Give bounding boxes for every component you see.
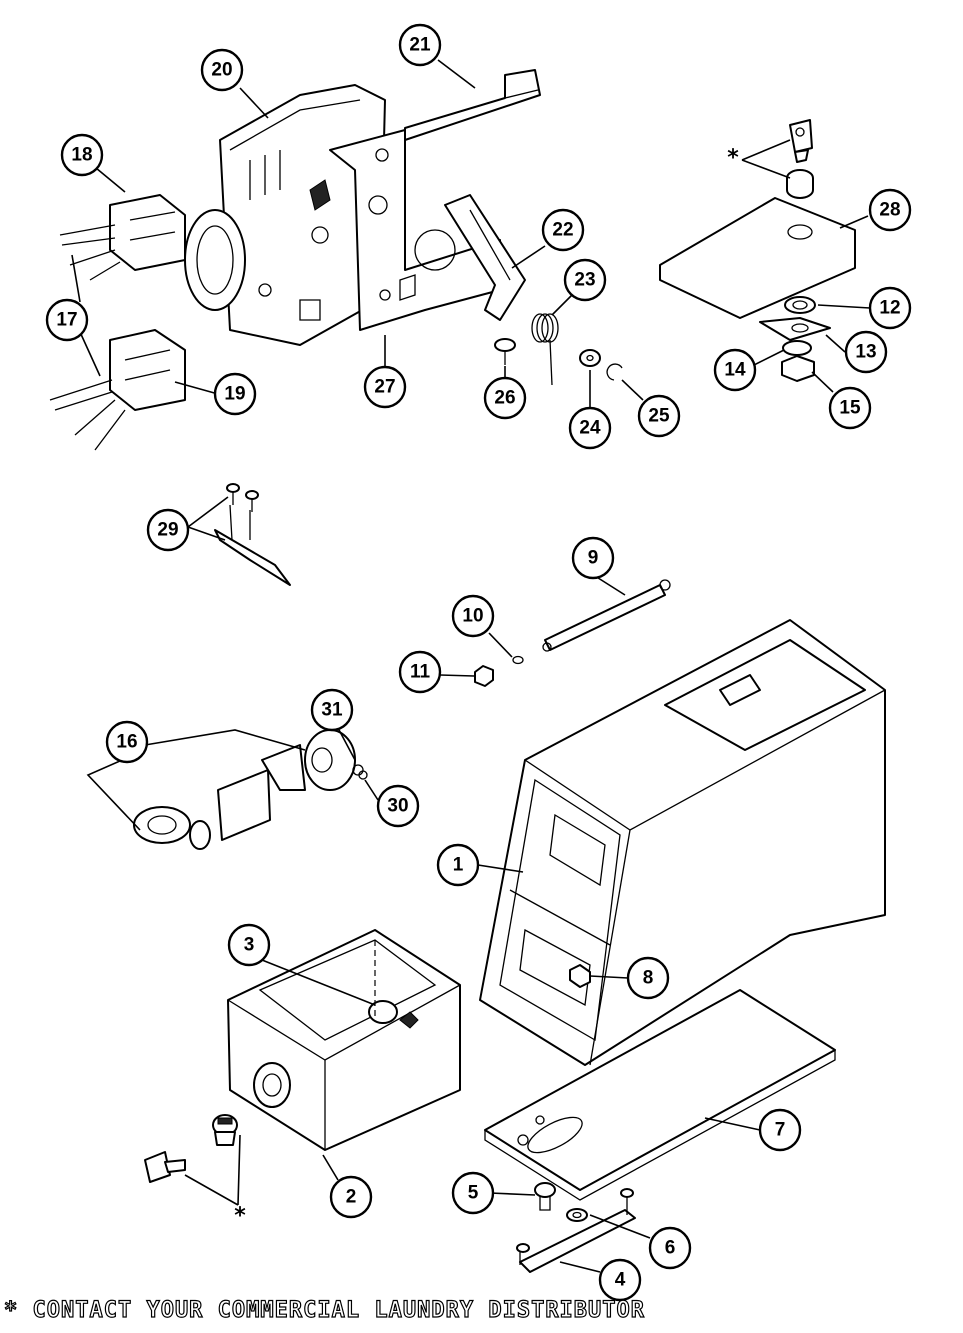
key-top <box>789 119 813 163</box>
callout-1: 1 <box>436 843 480 887</box>
svg-text:25: 25 <box>648 406 670 427</box>
svg-text:19: 19 <box>224 384 245 405</box>
callout-11: 11 <box>398 650 442 694</box>
lock-assembly-16 <box>133 729 368 850</box>
svg-text:12: 12 <box>879 298 900 319</box>
svg-text:11: 11 <box>410 662 431 683</box>
callout-20: 20 <box>200 48 244 92</box>
svg-text:23: 23 <box>574 270 595 291</box>
callout-25: 25 <box>637 394 681 438</box>
washer-6 <box>566 1208 588 1222</box>
svg-text:17: 17 <box>56 310 77 331</box>
connector-18 <box>59 194 186 281</box>
callout-6: 6 <box>648 1226 692 1270</box>
screw-26 <box>494 338 516 365</box>
callout-17: 17 <box>45 298 89 342</box>
svg-text:5: 5 <box>468 1183 479 1204</box>
connector-19 <box>49 329 186 451</box>
rod-9 <box>542 579 671 652</box>
svg-text:7: 7 <box>775 1120 786 1141</box>
callout-10: 10 <box>451 594 495 638</box>
note-marker-bottom: * <box>234 1204 246 1229</box>
svg-text:26: 26 <box>494 388 515 409</box>
svg-text:3: 3 <box>244 935 255 956</box>
callout-31: 31 <box>310 688 354 732</box>
timer-rod <box>404 69 541 141</box>
callout-2: 2 <box>329 1175 373 1219</box>
cover-plate-28 <box>659 197 856 319</box>
svg-text:27: 27 <box>374 377 395 398</box>
svg-text:28: 28 <box>879 200 900 221</box>
svg-text:21: 21 <box>409 35 431 56</box>
washer-24 <box>579 349 601 367</box>
callout-4: 4 <box>598 1258 642 1302</box>
svg-text:8: 8 <box>643 968 654 989</box>
lockwasher-10 <box>512 655 524 665</box>
svg-text:16: 16 <box>116 732 137 753</box>
callout-18: 18 <box>60 133 104 177</box>
callout-30: 30 <box>376 784 420 828</box>
svg-text:15: 15 <box>839 398 861 419</box>
svg-text:9: 9 <box>588 548 599 569</box>
callout-28: 28 <box>868 188 912 232</box>
nut-12 <box>784 296 816 314</box>
callout-26: 26 <box>483 376 527 420</box>
svg-text:13: 13 <box>855 342 876 363</box>
svg-text:20: 20 <box>211 60 232 81</box>
bracket-29 <box>214 483 291 586</box>
svg-text:22: 22 <box>552 220 573 241</box>
svg-text:1: 1 <box>453 855 464 876</box>
note-marker-top: * <box>727 146 739 171</box>
callout-7: 7 <box>758 1108 802 1152</box>
callout-21: 21 <box>398 23 442 67</box>
spring <box>531 313 559 386</box>
callout-13: 13 <box>844 330 888 374</box>
callout-22: 22 <box>541 208 585 252</box>
nut-15 <box>781 355 815 382</box>
bracket-strip-4 <box>516 1188 636 1273</box>
callout-16: 16 <box>105 720 149 764</box>
svg-text:18: 18 <box>71 145 92 166</box>
callout-8: 8 <box>626 956 670 1000</box>
svg-text:30: 30 <box>387 796 408 817</box>
callout-29: 29 <box>146 508 190 552</box>
svg-text:4: 4 <box>615 1270 626 1291</box>
callout-23: 23 <box>563 258 607 302</box>
svg-text:10: 10 <box>462 606 483 627</box>
svg-text:14: 14 <box>724 360 746 381</box>
coin-box-cabinet-1 <box>479 619 886 1066</box>
callout-15: 15 <box>828 386 872 430</box>
lever <box>444 194 526 321</box>
lock-cylinder <box>212 1114 238 1146</box>
callout-12: 12 <box>868 286 912 330</box>
washer-14 <box>782 340 812 356</box>
svg-text:24: 24 <box>579 418 601 439</box>
callout-3: 3 <box>227 923 271 967</box>
base-plate-7 <box>484 989 836 1201</box>
svg-text:2: 2 <box>346 1187 357 1208</box>
callout-14: 14 <box>713 348 757 392</box>
footnote: * CONTACT YOUR COMMERCIAL LAUNDRY DISTRI… <box>3 1297 646 1323</box>
callout-27: 27 <box>363 365 407 409</box>
svg-text:29: 29 <box>157 520 178 541</box>
lock-plug <box>786 169 814 199</box>
e-clip-25 <box>606 363 623 381</box>
nut-11 <box>474 665 494 687</box>
callout-24: 24 <box>568 406 612 450</box>
callout-19: 19 <box>213 372 257 416</box>
callout-5: 5 <box>451 1171 495 1215</box>
coin-drawer-2 <box>227 929 461 1151</box>
callout-9: 9 <box>571 536 615 580</box>
key <box>144 1151 186 1183</box>
screw-5 <box>534 1182 556 1211</box>
svg-text:31: 31 <box>321 700 343 721</box>
cam-13 <box>759 317 831 341</box>
timer-assembly <box>184 84 386 346</box>
svg-text:6: 6 <box>665 1238 676 1259</box>
